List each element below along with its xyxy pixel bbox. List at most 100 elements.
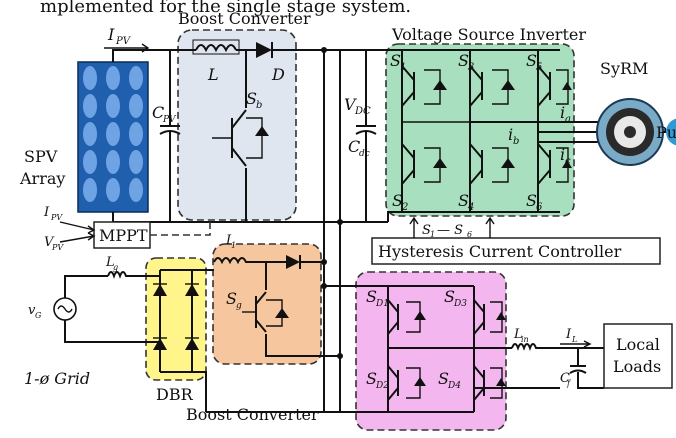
svg-text:S: S xyxy=(526,51,537,70)
svg-text:4: 4 xyxy=(467,202,474,213)
sb-label: S b xyxy=(246,89,262,111)
lg-label: L g xyxy=(105,255,118,272)
vsi-region xyxy=(385,43,575,217)
svg-text:D2: D2 xyxy=(375,381,389,391)
hysteresis-controller-label: Hysteresis Current Controller xyxy=(378,242,622,261)
vsi-switch-legs xyxy=(387,50,560,222)
mppt-label: MPPT xyxy=(99,226,148,245)
svg-text:I: I xyxy=(43,205,50,220)
grid-label: 1-ø Grid xyxy=(24,369,90,388)
svg-text:b: b xyxy=(513,136,519,147)
boost-converter-top-region xyxy=(177,29,297,221)
svg-text:1: 1 xyxy=(231,241,236,250)
sg-label: S g xyxy=(226,289,242,311)
grid-inductor xyxy=(107,271,160,279)
svg-text:I: I xyxy=(565,327,572,342)
phase-output-lines xyxy=(470,121,600,143)
svg-text:c: c xyxy=(565,156,571,167)
boost-bottom-node xyxy=(321,259,327,265)
ipv-current-label: I PV xyxy=(107,25,132,47)
cpv-capacitor xyxy=(159,50,181,222)
grid-inverter-node-top xyxy=(321,283,327,289)
svg-text:L: L xyxy=(571,335,577,344)
svg-text:in: in xyxy=(521,335,529,344)
dc-node-top xyxy=(321,47,327,53)
grid-inverter-igbt-icons xyxy=(387,299,506,401)
svg-text:I: I xyxy=(225,233,232,248)
svg-text:D3: D3 xyxy=(453,299,467,309)
ac-source-icon xyxy=(53,297,77,321)
svg-text:C: C xyxy=(152,103,164,122)
svg-text:L: L xyxy=(513,327,523,342)
gate-signal-label: S 1 — S 6 xyxy=(422,223,472,239)
svg-text:6: 6 xyxy=(467,230,472,239)
dc-node-bottom xyxy=(337,219,343,225)
spv-label-line1: SPV xyxy=(24,147,58,166)
svg-text:V: V xyxy=(44,235,55,250)
i1-label: I 1 xyxy=(225,233,236,250)
svg-text:2: 2 xyxy=(401,202,408,213)
local-loads-block xyxy=(603,323,673,389)
vsi-title: Voltage Source Inverter xyxy=(391,25,586,44)
cdc-label: C dc xyxy=(348,137,370,159)
svg-text:S: S xyxy=(226,289,237,308)
svg-text:DC: DC xyxy=(354,106,371,117)
spv-label-line2: Array xyxy=(19,169,65,188)
output-inductor xyxy=(511,343,604,351)
svg-text:1: 1 xyxy=(400,62,406,73)
svg-text:PV: PV xyxy=(115,36,132,47)
boost-converter-top-title: Boost Converter xyxy=(178,9,311,28)
svg-text:D1: D1 xyxy=(375,299,389,309)
vg-label: v G xyxy=(28,303,42,320)
svg-text:C: C xyxy=(348,137,360,156)
cpv-label: C PV xyxy=(152,103,177,125)
syrm-motor-icon xyxy=(596,98,664,166)
pv-array-icon xyxy=(77,61,149,213)
svg-text:b: b xyxy=(256,100,262,111)
svg-text:i: i xyxy=(560,145,565,164)
svg-text:C: C xyxy=(560,371,570,386)
svg-text:S: S xyxy=(444,287,455,306)
svg-text:S: S xyxy=(390,51,401,70)
mppt-output-dashed xyxy=(150,222,211,236)
svg-text:5: 5 xyxy=(536,62,542,73)
svg-text:— S: — S xyxy=(437,223,463,238)
boost-inductor xyxy=(192,39,240,55)
il-arrow xyxy=(560,340,592,348)
svg-text:3: 3 xyxy=(468,62,474,73)
lin-label: L in xyxy=(513,327,529,344)
sg-igbt-icon xyxy=(242,291,289,333)
sg-switch-leg xyxy=(265,262,340,357)
svg-text:S: S xyxy=(526,191,537,210)
mppt-input-arrows xyxy=(59,221,96,243)
boost-converter-bottom-title: Boost Converter xyxy=(186,405,319,424)
boost-converter-bottom-region xyxy=(212,243,322,365)
svg-text:S: S xyxy=(392,191,403,210)
boost-bottom-inductor xyxy=(213,257,286,265)
dbr-label: DBR xyxy=(156,385,194,404)
hysteresis-controller-block xyxy=(371,237,661,265)
svg-text:1: 1 xyxy=(430,230,435,239)
mppt-block xyxy=(93,221,151,249)
svg-text:f: f xyxy=(566,379,572,388)
svg-text:PV: PV xyxy=(50,213,63,222)
svg-text:S: S xyxy=(366,369,377,388)
svg-text:i: i xyxy=(508,125,513,144)
vsi-igbt-icons xyxy=(401,65,572,185)
pump-icon xyxy=(666,118,676,146)
dbr-bridge xyxy=(153,269,214,412)
svg-text:G: G xyxy=(35,311,42,320)
svg-text:v: v xyxy=(28,303,36,318)
svg-text:6: 6 xyxy=(536,202,543,213)
il-label: I L xyxy=(565,327,577,344)
vdc-label: V DC xyxy=(344,95,371,117)
svg-text:S: S xyxy=(458,191,469,210)
svg-text:dc: dc xyxy=(359,149,370,159)
caption-text: mplemented for the single stage system. xyxy=(40,0,411,17)
grid-wiring xyxy=(64,275,160,343)
pump-label: Pu xyxy=(656,123,676,142)
